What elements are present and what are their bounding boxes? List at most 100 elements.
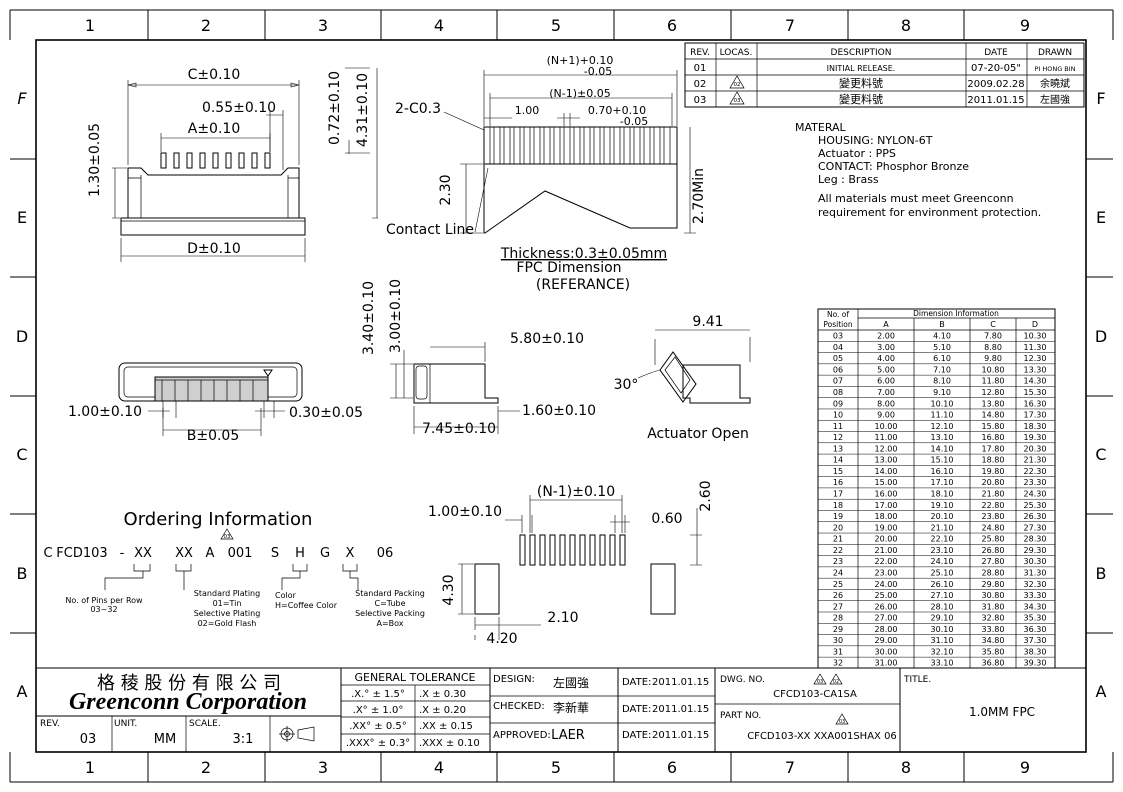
rev-row-2-rev: 02 [694, 79, 707, 90]
tol-angle-1: .X.° ± 1.5° [351, 689, 405, 700]
dim-4-31: 4.31±0.10 [355, 73, 371, 147]
table-cell-value: 22.30 [1024, 467, 1047, 476]
tol-angle-2: .X° ± 1.0° [353, 705, 404, 716]
title-value: 1.0MM FPC [969, 705, 1035, 719]
actuator-open-view: 9.41 30° Actuator Open [614, 314, 751, 442]
table-cell-value: 31.30 [1024, 568, 1047, 577]
table-cell-value: 33.80 [982, 625, 1005, 634]
tolerance-title: GENERAL TOLERANCE [354, 671, 475, 684]
zone-col-5: 5 [551, 16, 561, 35]
table-cell-position: 12 [833, 433, 843, 442]
zone-row-b-right: B [1096, 564, 1107, 583]
dim-b: B±0.05 [187, 428, 240, 444]
date-label-1: DATE: [622, 677, 651, 688]
table-cell-value: 21.00 [875, 546, 898, 555]
dim-1-00-c: 1.00±0.10 [428, 504, 502, 520]
material-heading: MATERAL [795, 121, 847, 134]
approved-value: LAER [551, 728, 585, 743]
dim-1-60: 1.60±0.10 [522, 403, 596, 419]
dim-2-10: 2.10 [547, 610, 578, 626]
scale-value: 3:1 [233, 732, 254, 747]
table-cell-value: 11.80 [982, 377, 1005, 386]
table-cell-position: 17 [833, 490, 843, 499]
table-cell-value: 35.30 [1024, 614, 1047, 623]
table-cell-position: 23 [833, 557, 843, 566]
zone-col-2-bottom: 2 [201, 758, 211, 777]
table-cell-value: 25.00 [875, 591, 898, 600]
table-cell-value: 12.80 [982, 388, 1005, 397]
table-cell-value: 20.80 [982, 478, 1005, 487]
table-col-c: C [990, 320, 996, 329]
table-cell-value: 28.30 [1024, 535, 1047, 544]
rev-header-locas: LOCAS. [720, 48, 753, 58]
table-cell-value: 31.00 [875, 659, 898, 668]
company-en: Greenconn Corporation [69, 689, 307, 715]
table-cell-value: 24.80 [982, 523, 1005, 532]
part-triangle-number: 03 [839, 719, 845, 725]
rev-row-2-triangle-icon [729, 75, 745, 89]
zone-col-5-bottom: 5 [551, 758, 561, 777]
table-cell-value: 14.00 [875, 467, 898, 476]
table-cell-value: 39.30 [1024, 659, 1047, 668]
dim-7-45: 7.45±0.10 [422, 421, 496, 437]
rev-row-3-triangle-icon [729, 91, 745, 105]
dwg-triangle-icon-1 [813, 673, 827, 685]
table-cell-value: 24.10 [931, 557, 954, 566]
rev-row-1-desc: INITIAL RELEASE. [827, 64, 896, 73]
table-col-d: D [1032, 320, 1038, 329]
zone-row-f-right: F [1096, 89, 1105, 108]
table-cell-value: 26.30 [1024, 512, 1047, 521]
table-cell-position: 26 [833, 591, 843, 600]
table-cell-position: 09 [833, 399, 843, 408]
ordering-triangle-icon [220, 528, 234, 540]
table-cell-position: 10 [833, 411, 843, 420]
table-cell-position: 11 [833, 422, 843, 431]
table-cell-value: 20.10 [931, 512, 954, 521]
table-cell-position: 05 [833, 354, 843, 363]
table-cell-value: 28.80 [982, 568, 1005, 577]
code-h: H [295, 546, 305, 561]
dim-2-70-min: 2.70Min [691, 168, 707, 224]
table-cell-value: 13.10 [931, 433, 954, 442]
date-value-1: 2011.01.15 [652, 677, 709, 688]
table-cell-position: 24 [833, 568, 843, 577]
dim-4-20: 4.20 [486, 631, 517, 647]
zone-row-f: F [17, 89, 27, 108]
table-cell-value: 24.00 [875, 580, 898, 589]
table-cell-value: 24.30 [1024, 490, 1047, 499]
table-cell-value: 13.80 [982, 399, 1005, 408]
material-contact: CONTACT: Phosphor Bronze [818, 160, 969, 173]
table-cell-value: 26.10 [931, 580, 954, 589]
zone-row-a: A [17, 682, 28, 701]
table-cell-value: 30.10 [931, 625, 954, 634]
note-plating-2: 01=Tin [213, 599, 242, 608]
row-labels-right: F E D C B A [1095, 89, 1107, 701]
table-cell-value: 15.00 [875, 478, 898, 487]
table-cell-value: 31.80 [982, 602, 1005, 611]
note-color-1: Color [275, 591, 297, 600]
zone-col-6: 6 [667, 16, 677, 35]
tol-linear-2: .X ± 0.20 [419, 705, 466, 716]
table-cell-value: 2.00 [877, 332, 895, 341]
fpc-fingers [489, 127, 671, 164]
table-cell-value: 12.30 [1024, 354, 1047, 363]
rev-value: 03 [80, 732, 97, 747]
table-cell-value: 11.10 [931, 411, 954, 420]
table-cell-value: 32.10 [931, 647, 954, 656]
table-cell-value: 23.10 [931, 546, 954, 555]
dim-2-c0-3: 2-C0.3 [395, 101, 441, 117]
note-plating-3: Selective Plating [194, 609, 261, 618]
table-cell-value: 4.00 [877, 354, 895, 363]
table-cell-position: 29 [833, 625, 843, 634]
code-plating: XX [175, 546, 193, 561]
unit-label: UNIT. [114, 719, 137, 729]
code-x: X [346, 546, 355, 561]
date-label-2: DATE: [622, 704, 651, 715]
table-cell-value: 29.10 [931, 614, 954, 623]
table-cell-value: 32.80 [982, 614, 1005, 623]
table-cell-value: 25.10 [931, 568, 954, 577]
table-cell-value: 23.30 [1024, 478, 1047, 487]
note-packing-2: C=Tube [374, 599, 405, 608]
tol-angle-4: .XXX° ± 0.3° [346, 738, 410, 749]
